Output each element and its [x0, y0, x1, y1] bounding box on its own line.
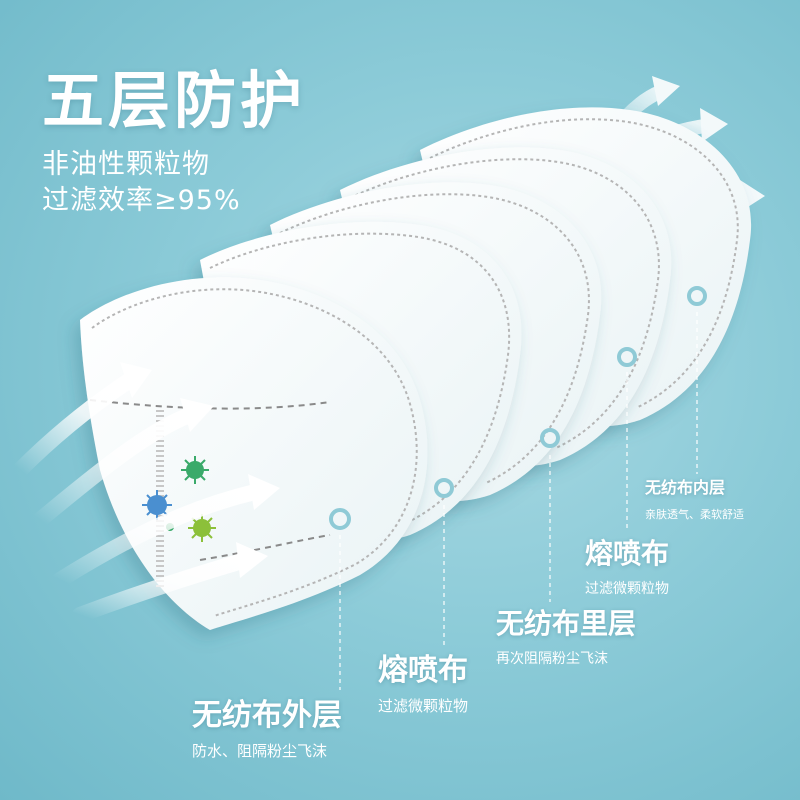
layer-name: 熔喷布	[378, 653, 468, 688]
layer-label-outer: 无纺布外层 防水、阻隔粉尘飞沫	[192, 690, 342, 761]
layer-name: 无纺布里层	[496, 607, 637, 640]
airflow-arrow-icon	[52, 474, 280, 588]
layer-name: 无纺布内层	[645, 478, 726, 497]
layer-desc: 防水、阻隔粉尘飞沫	[192, 742, 328, 760]
mask-layer-outer-nonwoven	[80, 277, 428, 630]
layer-desc: 再次阻隔粉尘飞沫	[496, 651, 608, 667]
layer-label-meltblown-1: 熔喷布 过滤微颗粒物	[378, 645, 468, 716]
layer-label-meltblown-2: 熔喷布 过滤微颗粒物	[585, 532, 669, 598]
layer-name: 无纺布外层	[192, 698, 342, 733]
ear-loop-eyelet-icon	[434, 478, 454, 498]
subtitle-line-1: 非油性颗粒物	[42, 149, 210, 180]
ear-loop-eyelet-icon	[687, 286, 707, 306]
layer-desc: 过滤微颗粒物	[378, 697, 469, 715]
airflow-arrow-icon	[12, 362, 152, 478]
ear-loop-eyelet-icon	[617, 347, 637, 367]
layer-name: 熔喷布	[585, 537, 670, 570]
virus-icon	[188, 514, 216, 542]
airflow-arrow-icon	[72, 542, 268, 623]
ear-loop-eyelet-icon	[540, 428, 560, 448]
layer-desc: 过滤微颗粒物	[585, 581, 669, 597]
layer-desc: 亲肤透气、柔软舒适	[645, 508, 744, 521]
virus-icon	[142, 490, 172, 520]
leader-lines	[339, 312, 698, 690]
layer-label-lining: 无纺布里层 再次阻隔粉尘飞沫	[496, 602, 636, 668]
layer-label-inner: 无纺布内层 亲肤透气、柔软舒适	[645, 474, 744, 522]
airflow-arrow-icon	[32, 398, 214, 528]
virus-icon	[181, 456, 209, 484]
subtitle-line-2: 过滤效率≥95%	[42, 185, 241, 216]
page-title: 五层防护	[42, 64, 307, 137]
ear-loop-eyelet-icon	[329, 508, 351, 530]
